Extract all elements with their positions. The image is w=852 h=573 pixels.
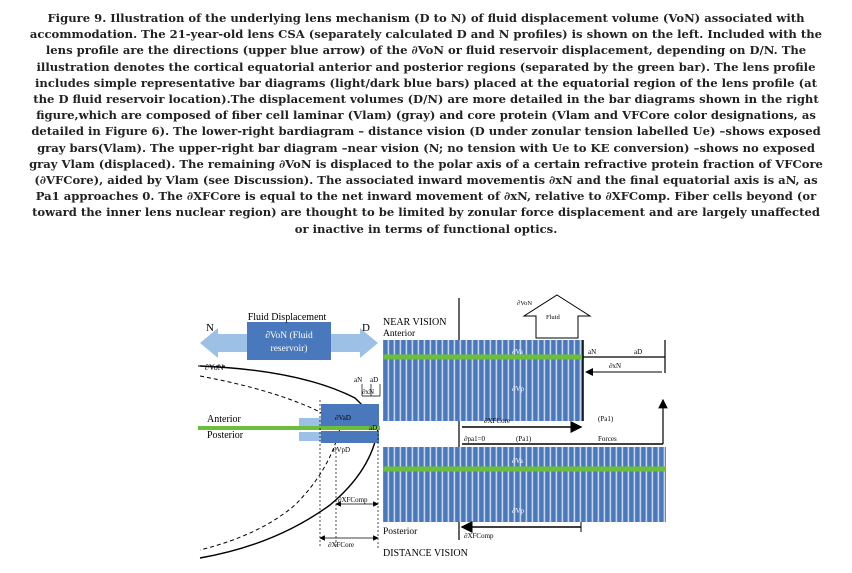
near-vision-label: NEAR VISION bbox=[383, 317, 446, 328]
dvon-top-label: ∂VoN bbox=[517, 300, 532, 307]
figure-caption: Figure 9. Illustration of the underlying… bbox=[29, 11, 823, 236]
dvpd-label: ∂VpD bbox=[333, 446, 350, 454]
dvp-lower-label: ∂Vp bbox=[512, 507, 525, 515]
an-right-label: aN bbox=[588, 348, 596, 356]
n-label: N bbox=[206, 322, 214, 334]
dvon-left-label: ∂VoN bbox=[205, 363, 224, 372]
fluid-up-arrow bbox=[522, 294, 592, 339]
upper-bar-diagram bbox=[383, 340, 583, 421]
dva-upper-label: ∂Va bbox=[512, 348, 524, 356]
ad-right-label: aD bbox=[634, 348, 642, 356]
dxfcomp-bottom-label: ∂XFComp bbox=[464, 532, 494, 540]
lens-bar-dark-anterior bbox=[321, 404, 379, 428]
dpa-label: ∂pa1=0 bbox=[464, 435, 486, 443]
dva-lower-label: ∂Va bbox=[512, 457, 524, 465]
von-box-line2: reservoir) bbox=[271, 343, 308, 354]
forces-label: Forces bbox=[598, 435, 617, 443]
lower-bar-diagram bbox=[383, 447, 666, 522]
dxfcore-left-label: ∂XFCore bbox=[328, 541, 354, 549]
an-small-label: aN bbox=[354, 376, 362, 384]
fluid-label: Fluid bbox=[546, 314, 560, 321]
lens-measurements bbox=[319, 384, 381, 548]
pa-label: (Pa1) bbox=[516, 435, 532, 443]
pa1-label: (Pa1) bbox=[598, 415, 614, 423]
dxn-small-label: ∂xN bbox=[362, 388, 374, 396]
lens-bar-dark-posterior bbox=[321, 431, 379, 443]
lens-profile bbox=[198, 365, 379, 559]
fluid-displacement-arrow bbox=[200, 322, 378, 360]
dvad-label: ∂VaD bbox=[335, 414, 351, 422]
ad-small-label: aD bbox=[370, 376, 378, 384]
dxfcore-mid-label: ∂XFCore bbox=[484, 417, 510, 425]
posterior-bottom-label: Posterior bbox=[383, 527, 418, 537]
dxn-right-label: ∂xN bbox=[609, 362, 621, 370]
dxfcomp-left-label: ∂XFComp bbox=[338, 496, 368, 504]
von-box-line1: ∂VoN (Fluid bbox=[265, 330, 313, 341]
posterior-left-label: Posterior bbox=[207, 430, 244, 441]
ad-eq-label: aD bbox=[369, 424, 377, 432]
d-label: D bbox=[362, 322, 370, 334]
fluid-displacement-label: Fluid Displacement bbox=[248, 312, 327, 323]
anterior-top-label: Anterior bbox=[383, 329, 416, 339]
distance-vision-label: DISTANCE VISION bbox=[383, 548, 468, 559]
dvp-upper-label: ∂Vp bbox=[512, 385, 525, 393]
anterior-left-label: Anterior bbox=[207, 414, 242, 425]
